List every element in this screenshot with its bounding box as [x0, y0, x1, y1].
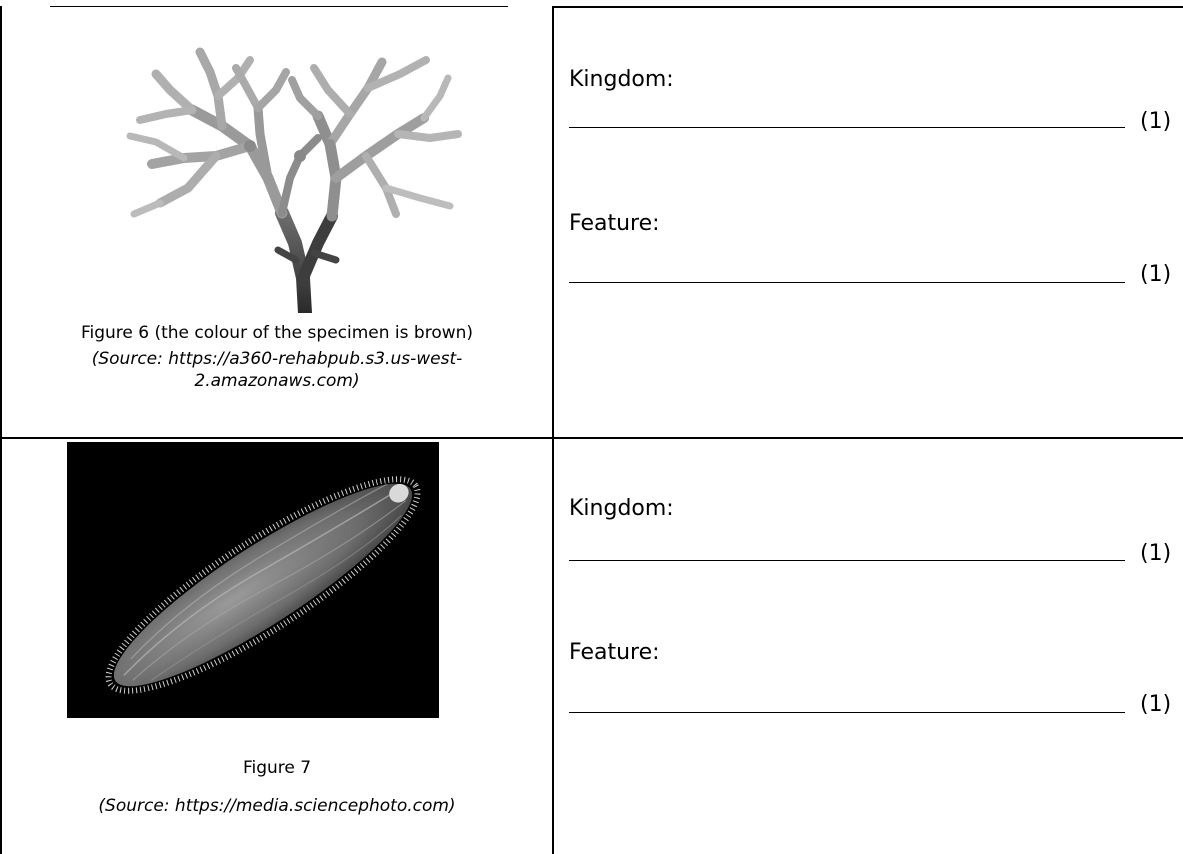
kingdom-label-2: Kingdom: — [569, 496, 674, 521]
feature-label-2: Feature: — [569, 640, 660, 665]
figure-6-caption: Figure 6 (the colour of the specimen is … — [80, 323, 474, 343]
feature-marks-1: (1) — [1140, 262, 1172, 287]
table-row-divider — [0, 437, 1183, 439]
table-column-divider — [552, 6, 554, 854]
kingdom-answer-line-2[interactable] — [569, 560, 1125, 561]
feature-answer-line-2[interactable] — [569, 712, 1125, 713]
figure-7-source: (Source: https://media.sciencephoto.com) — [98, 796, 456, 816]
feature-marks-2: (1) — [1140, 692, 1172, 717]
kingdom-marks-1: (1) — [1140, 109, 1172, 134]
feature-answer-line-1[interactable] — [569, 282, 1125, 283]
kingdom-label-1: Kingdom: — [569, 67, 674, 92]
protozoan-micrograph-image — [67, 442, 439, 718]
feature-label-1: Feature: — [569, 211, 660, 236]
seaweed-specimen-image — [126, 47, 462, 313]
table-border-top-right — [552, 6, 1183, 8]
figure-6-source: (Source: https://a360-rehabpub.s3.us-wes… — [91, 349, 463, 391]
table-border-left — [0, 6, 2, 854]
figure-7-caption: Figure 7 — [242, 758, 312, 778]
kingdom-answer-line-1[interactable] — [569, 127, 1125, 128]
kingdom-marks-2: (1) — [1140, 541, 1172, 566]
table-border-top-left — [50, 6, 508, 7]
